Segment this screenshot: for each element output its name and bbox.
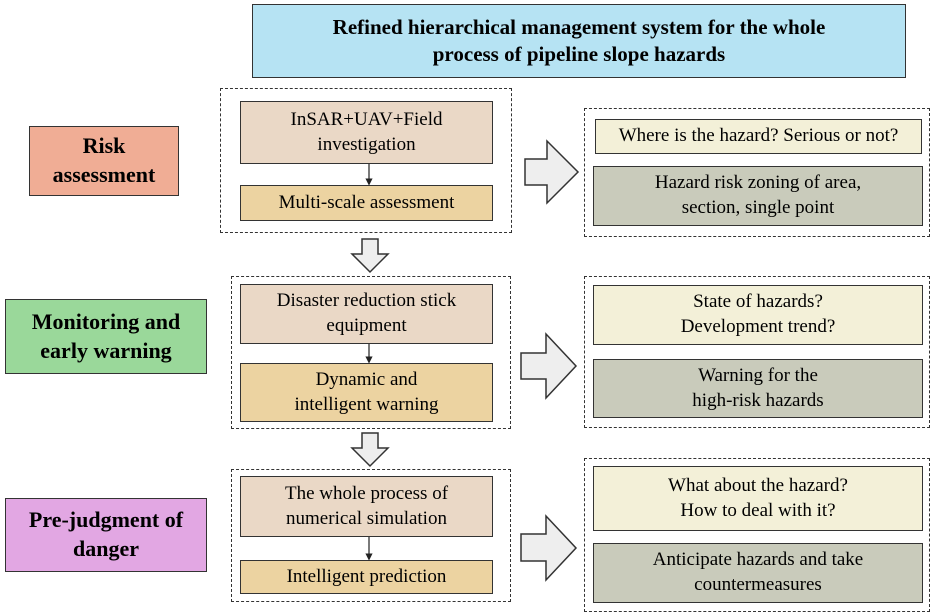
stage-pre-judgment-of-danger: Pre-judgment of danger	[5, 498, 207, 572]
stage-2-outcome-group	[584, 276, 930, 428]
stage-1-outcome-group	[584, 108, 930, 237]
stage-3-process-group	[231, 469, 511, 602]
stage-monitoring-early-warning: Monitoring and early warning	[5, 299, 207, 374]
stage-1-step-2: Multi-scale assessment	[240, 185, 493, 221]
stage-2-step-2: Dynamic and intelligent warning	[240, 363, 493, 422]
stage-risk-assessment: Risk assessment	[29, 126, 179, 196]
stage-3-outcome-group	[584, 458, 930, 612]
stage-1-question: Where is the hazard? Serious or not?	[595, 119, 922, 154]
stage-3-step-1: The whole process of numerical simulatio…	[240, 476, 493, 537]
stage-right-arrow-3	[520, 514, 578, 582]
stage-2-result: Warning for the high-risk hazards	[593, 359, 923, 418]
stage-down-arrow-2	[350, 432, 390, 468]
stage-right-arrow-1	[524, 139, 580, 205]
stage-1-result: Hazard risk zoning of area, section, sin…	[593, 166, 923, 226]
stage-3-question: What about the hazard? How to deal with …	[593, 466, 923, 531]
stage-right-arrow-2	[520, 332, 578, 400]
stage-3-result: Anticipate hazards and take countermeasu…	[593, 543, 923, 603]
stage-down-arrow-1	[350, 238, 390, 274]
stage-2-question: State of hazards? Development trend?	[593, 285, 923, 345]
stage-2-step-1: Disaster reduction stick equipment	[240, 284, 493, 344]
stage-3-step-2: Intelligent prediction	[240, 560, 493, 594]
stage-1-step-1: InSAR+UAV+Field investigation	[240, 101, 493, 164]
diagram-title: Refined hierarchical management system f…	[252, 4, 906, 78]
stage-2-process-group	[231, 276, 511, 429]
stage-1-process-group	[220, 88, 512, 233]
